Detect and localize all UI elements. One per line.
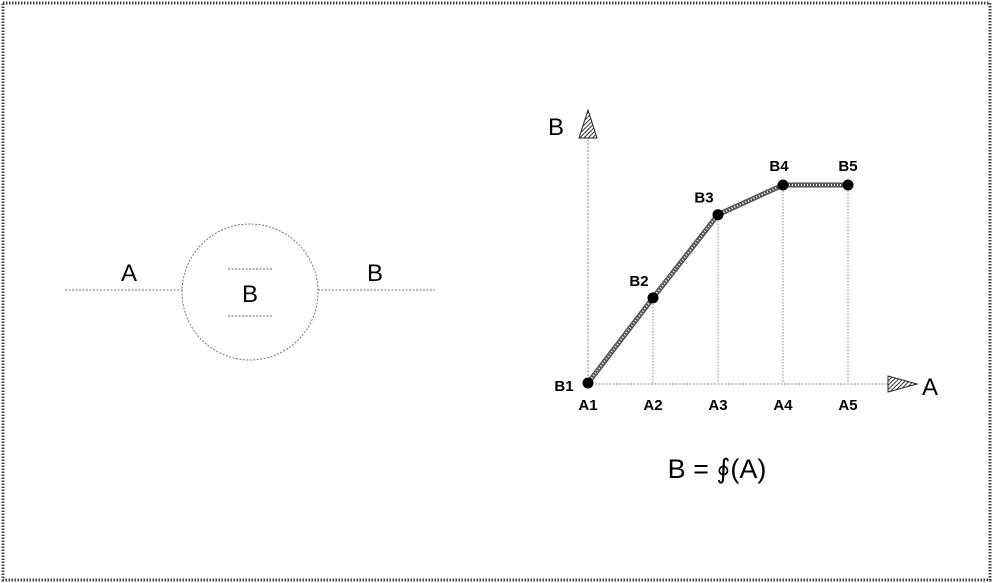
curve-layer: [585, 182, 851, 386]
x-tick-label: A4: [773, 397, 793, 414]
x-axis-arrow: [887, 375, 919, 393]
equation-label: B = ∮(A): [668, 454, 767, 484]
point-label: B5: [838, 158, 857, 175]
data-point: [842, 179, 854, 191]
y-axis-arrow: [578, 108, 598, 139]
point-labels: B1 B2 B3 B4 B5: [554, 158, 857, 395]
function-graph: B A A1 A2 A3 A4 A5 B1 B2 B3 B4 B5 B = ∮(A): [548, 108, 938, 484]
x-tick-label: A3: [708, 397, 727, 414]
block-circle: [181, 223, 319, 361]
y-axis-label: B: [548, 114, 564, 141]
point-label: B2: [629, 273, 648, 290]
curve-segment-texture: [652, 214, 719, 299]
output-label: B: [367, 260, 383, 287]
x-tick-label: A1: [578, 397, 597, 414]
point-label: B1: [554, 378, 573, 395]
point-label: B3: [694, 190, 713, 207]
data-point: [712, 209, 724, 221]
x-tick-label: A5: [838, 397, 857, 414]
data-point: [647, 292, 659, 304]
block-label: B: [242, 281, 258, 308]
curve-segment: [585, 295, 656, 386]
guide-lines: [652, 185, 849, 383]
point-label: B4: [769, 158, 789, 175]
x-axis-label: A: [922, 374, 938, 401]
input-label: A: [121, 260, 137, 287]
block-diagram: A B B: [65, 223, 435, 361]
x-tick-labels: A1 A2 A3 A4 A5: [578, 397, 857, 414]
curve-segment: [715, 182, 786, 218]
data-point: [777, 179, 789, 191]
x-tick-label: A2: [643, 397, 662, 414]
data-points: [582, 179, 854, 389]
data-point: [582, 377, 594, 389]
